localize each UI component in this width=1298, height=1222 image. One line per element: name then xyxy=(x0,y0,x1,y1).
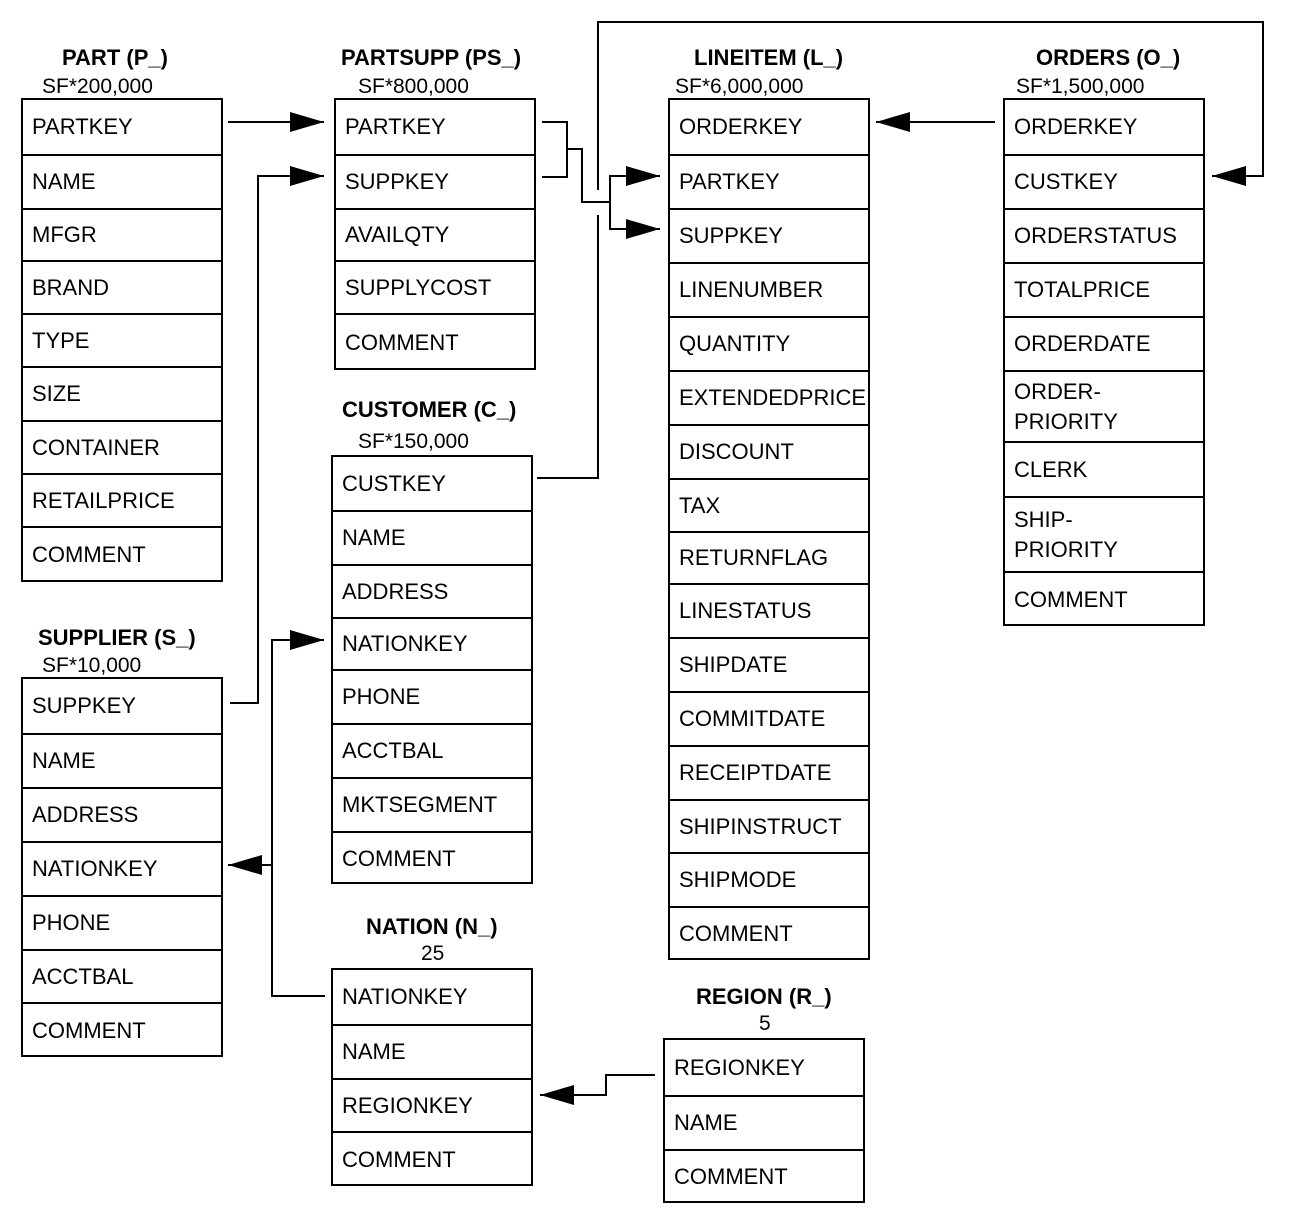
part-column-mfgr: MFGR xyxy=(23,208,221,260)
connector-customer-orders-lower xyxy=(537,215,599,479)
orders-column-orderdate: ORDERDATE xyxy=(1005,316,1203,370)
lineitem-column-comment: COMMENT xyxy=(670,906,868,960)
partsupp-column-supplycost: SUPPLYCOST xyxy=(336,260,534,313)
orders-column-orderpriority: ORDER- PRIORITY xyxy=(1005,370,1203,441)
lineitem-column-shipmode: SHIPMODE xyxy=(670,852,868,906)
customer-column-custkey: CUSTKEY xyxy=(342,470,446,496)
part-column-size: SIZE xyxy=(23,366,221,420)
lineitem-column-receiptdate: RECEIPTDATE xyxy=(670,745,868,799)
lineitem-column-quantity: QUANTITY xyxy=(670,316,868,370)
partsupp-column-partkey: PARTKEY xyxy=(345,114,446,139)
connector-nation-customer xyxy=(271,630,325,997)
connector-lineitem-partkey xyxy=(609,166,660,202)
connector-supplier-partsupp xyxy=(230,166,324,704)
connector-region-nation xyxy=(540,1074,655,1105)
part-table-title: PART (P_) xyxy=(62,45,168,70)
orders-column-shippriority: SHIP- PRIORITY xyxy=(1005,496,1203,571)
orders-column-clerk: CLERK xyxy=(1005,441,1203,496)
part-column-retailprice: RETAILPRICE xyxy=(23,473,221,526)
part-scale-factor: SF*200,000 xyxy=(42,75,153,98)
nation-column-name: NAME xyxy=(333,1024,531,1078)
partsupp-scale-factor: SF*800,000 xyxy=(358,75,469,98)
orders-scale-factor: SF*1,500,000 xyxy=(1016,75,1145,98)
lineitem-column-discount: DISCOUNT xyxy=(670,424,868,478)
part-column-name: NAME xyxy=(23,154,221,208)
region-count: 5 xyxy=(759,1012,771,1035)
partsupp-column-availqty: AVAILQTY xyxy=(336,208,534,260)
customer-column-nationkey: NATIONKEY xyxy=(333,617,531,669)
supplier-column-suppkey: SUPPKEY xyxy=(32,693,136,718)
orders-column-orderstatus: ORDERSTATUS xyxy=(1005,208,1203,262)
connector-partsupp-suppkey xyxy=(542,149,568,178)
customer-column-mktsegment: MKTSEGMENT xyxy=(333,777,531,831)
nation-column-comment: COMMENT xyxy=(333,1131,531,1186)
customer-column-comment: COMMENT xyxy=(333,831,531,884)
supplier-table-title: SUPPLIER (S_) xyxy=(38,625,196,650)
part-column-container: CONTAINER xyxy=(23,420,221,473)
orders-column-orderkey: ORDERKEY xyxy=(1014,114,1138,139)
part-column-type: TYPE xyxy=(23,313,221,366)
supplier-scale-factor: SF*10,000 xyxy=(42,654,142,677)
orders-column-custkey: CUSTKEY xyxy=(1005,154,1203,208)
customer-table-title: CUSTOMER (C_) xyxy=(342,397,517,422)
supplier-column-address: ADDRESS xyxy=(23,787,221,841)
lineitem-column-commitdate: COMMITDATE xyxy=(670,691,868,745)
supplier-column-name: NAME xyxy=(23,733,221,787)
partsupp-column-suppkey: SUPPKEY xyxy=(336,154,534,208)
region-table-title: REGION (R_) xyxy=(696,984,832,1009)
orders-table-title: ORDERS (O_) xyxy=(1036,45,1181,70)
region-column-name: NAME xyxy=(665,1095,863,1149)
customer-column-acctbal: ACCTBAL xyxy=(333,723,531,777)
customer-column-address: ADDRESS xyxy=(333,564,531,617)
lineitem-column-shipdate: SHIPDATE xyxy=(670,637,868,691)
lineitem-column-partkey: PARTKEY xyxy=(670,154,868,208)
partsupp-column-comment: COMMENT xyxy=(336,313,534,370)
lineitem-table-title: LINEITEM (L_) xyxy=(694,45,844,70)
customer-column-phone: PHONE xyxy=(333,669,531,723)
lineitem-column-tax: TAX xyxy=(670,478,868,531)
nation-column-regionkey: REGIONKEY xyxy=(333,1078,531,1131)
lineitem-column-linestatus: LINESTATUS xyxy=(670,583,868,637)
orders-column-totalprice: TOTALPRICE xyxy=(1005,262,1203,316)
lineitem-scale-factor: SF*6,000,000 xyxy=(675,75,804,98)
lineitem-column-extendedprice: EXTENDEDPRICE xyxy=(670,370,868,424)
lineitem-column-suppkey: SUPPKEY xyxy=(670,208,868,262)
lineitem-column-shipinstruct: SHIPINSTRUCT xyxy=(670,799,868,852)
nation-table-title: NATION (N_) xyxy=(366,914,498,939)
lineitem-column-orderkey: ORDERKEY xyxy=(679,114,803,139)
nation-column-nationkey: NATIONKEY xyxy=(342,984,468,1009)
customer-column-name: NAME xyxy=(333,510,531,564)
supplier-column-phone: PHONE xyxy=(23,895,221,949)
region-column-regionkey: REGIONKEY xyxy=(674,1054,805,1080)
region-column-comment: COMMENT xyxy=(665,1149,863,1203)
supplier-column-acctbal: ACCTBAL xyxy=(23,949,221,1002)
lineitem-column-linenumber: LINENUMBER xyxy=(670,262,868,316)
part-column-brand: BRAND xyxy=(23,260,221,313)
connector-customer-orders-upper xyxy=(597,21,1264,190)
connector-partsupp-partkey xyxy=(542,121,660,239)
supplier-column-comment: COMMENT xyxy=(23,1002,221,1057)
customer-scale-factor: SF*150,000 xyxy=(358,430,469,453)
partsupp-table-title: PARTSUPP (PS_) xyxy=(341,45,522,70)
lineitem-column-returnflag: RETURNFLAG xyxy=(670,531,868,583)
nation-count: 25 xyxy=(421,942,445,965)
supplier-column-nationkey: NATIONKEY xyxy=(23,841,221,895)
part-column-comment: COMMENT xyxy=(23,526,221,582)
part-column-partkey: PARTKEY xyxy=(32,114,133,139)
orders-column-comment: COMMENT xyxy=(1005,571,1203,626)
